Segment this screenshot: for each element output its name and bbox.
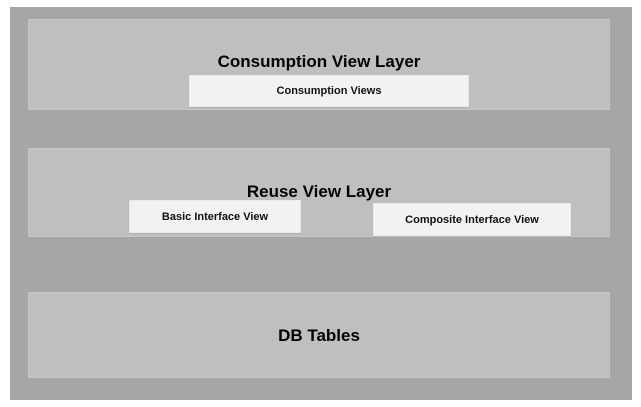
box-composite-interface-view: Composite Interface View: [373, 203, 571, 236]
layer-consumption-view: Consumption View Layer Consumption Views: [28, 19, 610, 110]
box-basic-interface-view-label: Basic Interface View: [161, 210, 269, 223]
layer-reuse-view: Reuse View Layer Basic Interface View Co…: [28, 148, 610, 237]
box-composite-interface-view-label: Composite Interface View: [405, 213, 539, 226]
layer-db-tables: DB Tables: [28, 292, 610, 378]
architecture-diagram-container: Consumption View Layer Consumption Views…: [10, 7, 632, 400]
box-basic-interface-view: Basic Interface View: [129, 200, 301, 233]
layer-reuse-view-title: Reuse View Layer: [246, 182, 392, 201]
box-consumption-views-label: Consumption Views: [276, 85, 382, 97]
layer-consumption-view-title: Consumption View Layer: [217, 52, 421, 71]
box-consumption-views: Consumption Views: [189, 75, 469, 107]
layer-db-tables-title: DB Tables: [278, 326, 360, 345]
